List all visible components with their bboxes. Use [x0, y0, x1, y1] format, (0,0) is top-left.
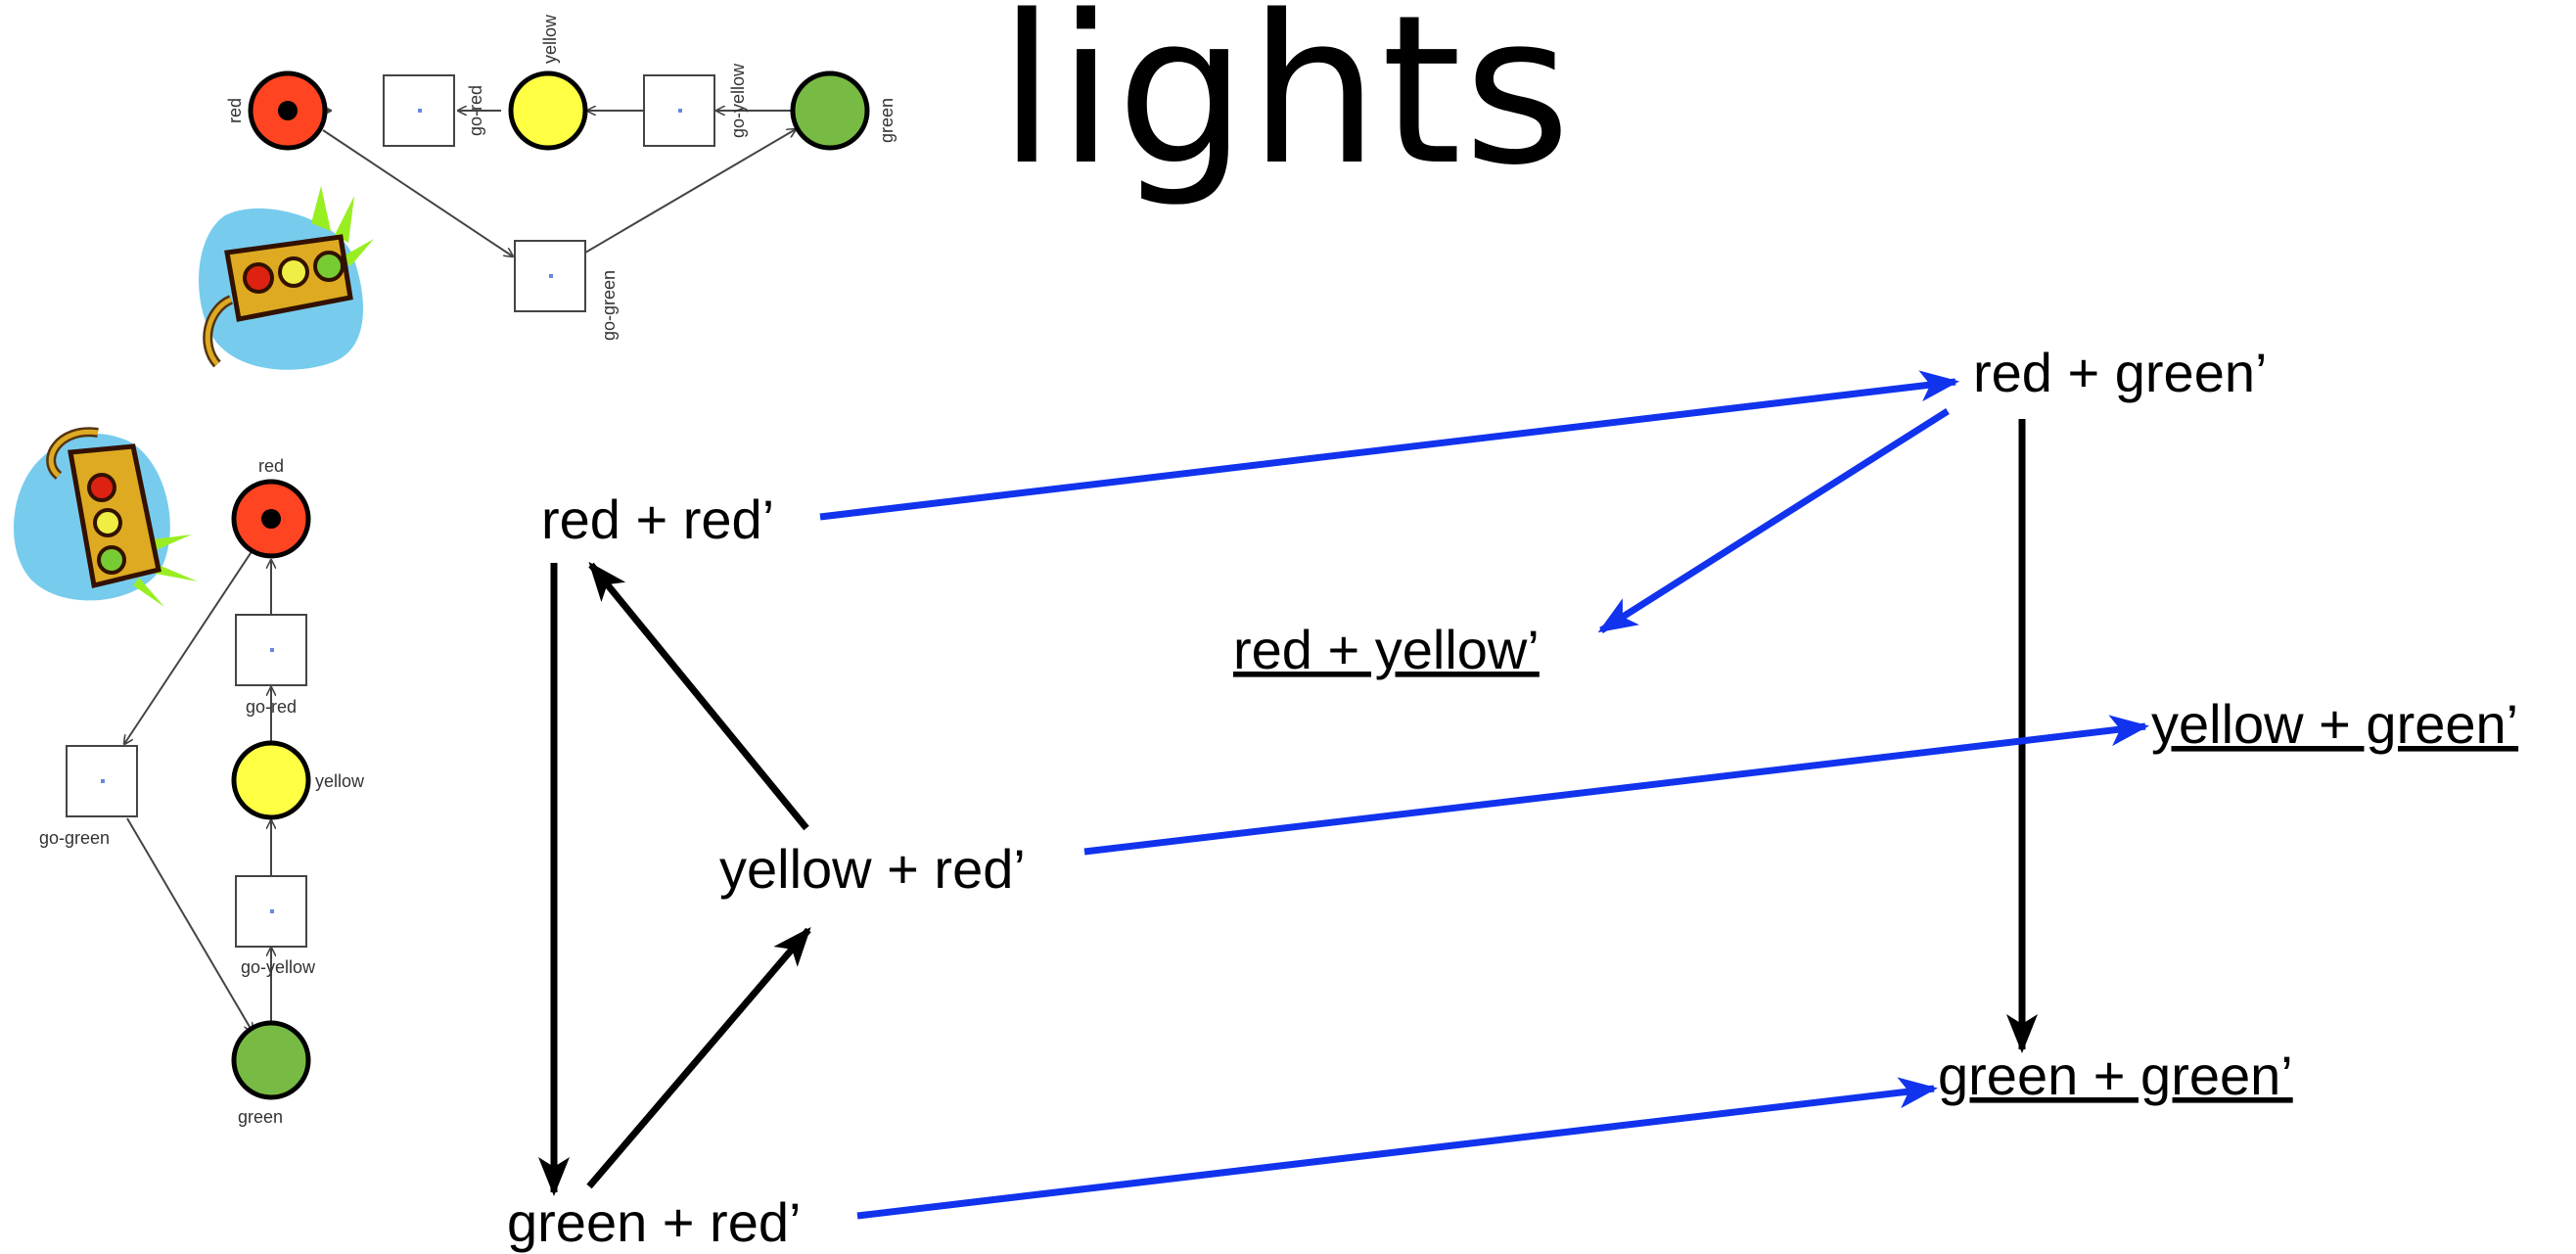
arrow-green-red-to-yellow-red [586, 926, 811, 1189]
net-top-label-yellow: yellow [540, 14, 560, 64]
net-left-label-yellow: yellow [315, 771, 365, 791]
place-yellow-circle [508, 70, 588, 151]
net-left-label-go-red: go-red [246, 697, 297, 717]
traffic-light-clipart-horizontal [199, 186, 374, 370]
arc-go-green-to-green [584, 129, 796, 254]
state-red-yellow: red + yellow’ [1233, 619, 1540, 680]
place-green-circle-left [231, 1020, 311, 1100]
state-labels: red + red’ yellow + red’ green + red’ re… [507, 342, 2518, 1253]
net-left-label-go-yellow: go-yellow [241, 957, 316, 977]
arrow-yellow-red-to-yellow-green [1083, 715, 2149, 856]
net-top-label-green: green [877, 98, 897, 143]
arrow-green-red-to-green-green [856, 1077, 1938, 1220]
arc-red-to-go-green [322, 129, 513, 256]
net-top-label-go-yellow: go-yellow [728, 63, 748, 138]
state-green-green: green + green’ [1938, 1045, 2293, 1106]
state-yellow-green: yellow + green’ [2151, 693, 2518, 755]
place-yellow-circle-left [231, 740, 311, 820]
state-red-green: red + green’ [1973, 342, 2267, 403]
arrow-red-green-to-red-yellow [1597, 408, 1950, 633]
net-top-label-go-green: go-green [599, 270, 619, 341]
slide-title: lights [998, 0, 1573, 210]
net-left-label-go-green: go-green [39, 828, 110, 848]
state-green-red: green + red’ [507, 1191, 801, 1253]
state-arrows [538, 370, 2149, 1220]
place-green-circle [790, 70, 870, 151]
net-left-label-red: red [258, 456, 284, 476]
net-top-label-red: red [225, 98, 245, 123]
arrow-red-red-to-red-green [819, 370, 1959, 521]
petri-net-left: red go-red yellow go-yellow green go-gre… [39, 456, 365, 1127]
token-dot [278, 101, 298, 120]
arc-go-green-to-green-left [126, 817, 253, 1032]
traffic-light-clipart-vertical [13, 427, 198, 607]
arrow-yellow-red-to-red-red [588, 561, 809, 831]
arc-red-to-go-green-left [124, 549, 253, 744]
net-top-label-go-red: go-red [466, 85, 485, 136]
state-yellow-red: yellow + red’ [719, 838, 1026, 900]
token-dot-left [261, 509, 281, 529]
petri-net-top: red go-red yellow go-yellow green go-gre… [225, 14, 897, 341]
net-left-label-green: green [238, 1107, 283, 1127]
state-red-red: red + red’ [541, 488, 774, 550]
